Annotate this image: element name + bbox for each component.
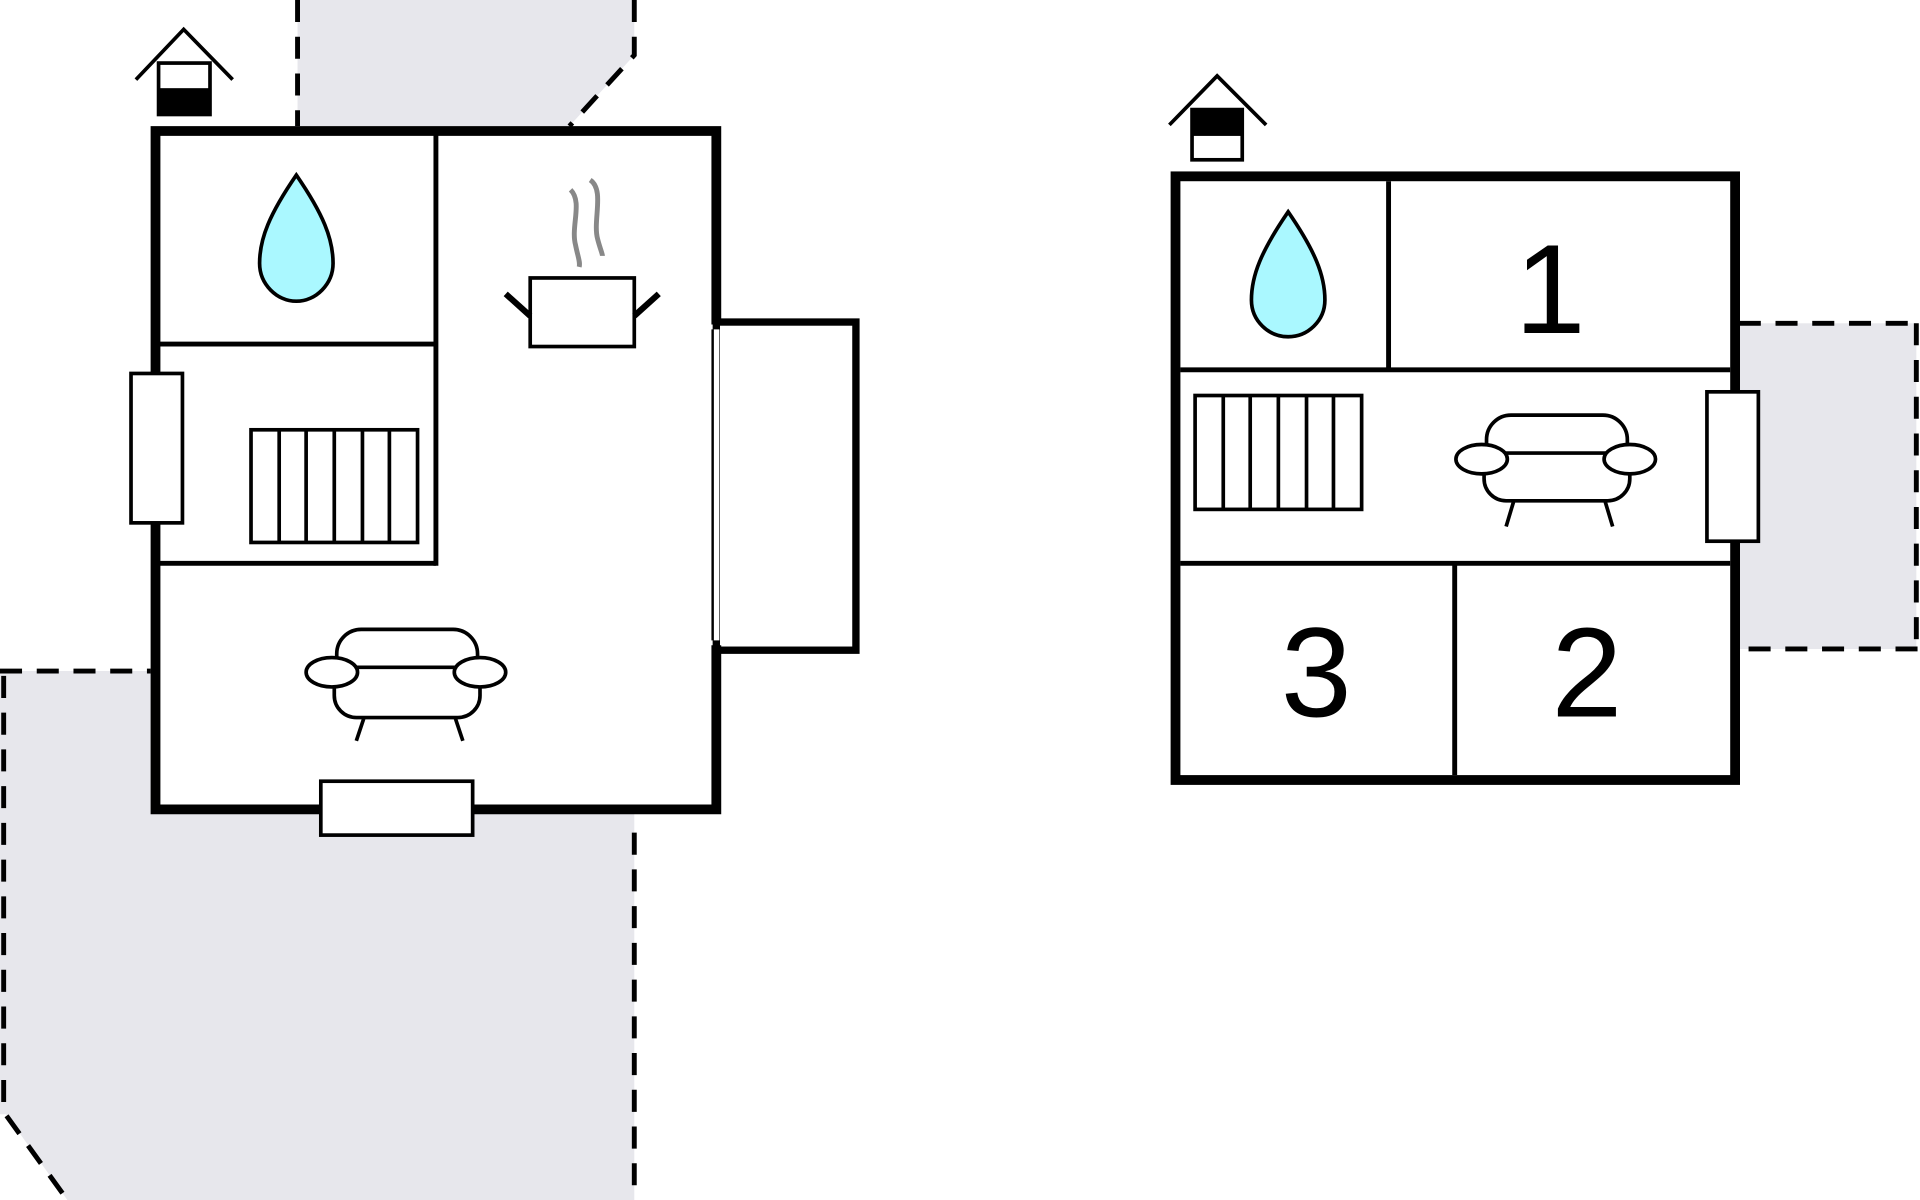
house-entrance-icon [134,26,234,117]
terrace-bottom-left [0,668,637,1200]
radiator-icon [1193,393,1364,512]
room-number-3: 3 [1281,601,1352,743]
terrace-right [1735,320,1920,652]
window-right [1705,390,1761,544]
room-number-1: 1 [1515,218,1586,360]
annex [712,318,860,654]
water-drop-icon [257,171,335,304]
house-entrance-icon [1168,73,1268,162]
door-bottom [318,779,475,837]
sofa-icon [304,627,508,742]
left-building [129,126,860,837]
water-drop-icon [1249,208,1327,339]
room-number-2: 2 [1552,601,1623,743]
sofa-icon [1454,413,1658,528]
cooking-pot-icon [503,177,661,349]
radiator-icon [249,427,420,545]
window-left [129,371,185,525]
terrace-top [295,0,637,128]
